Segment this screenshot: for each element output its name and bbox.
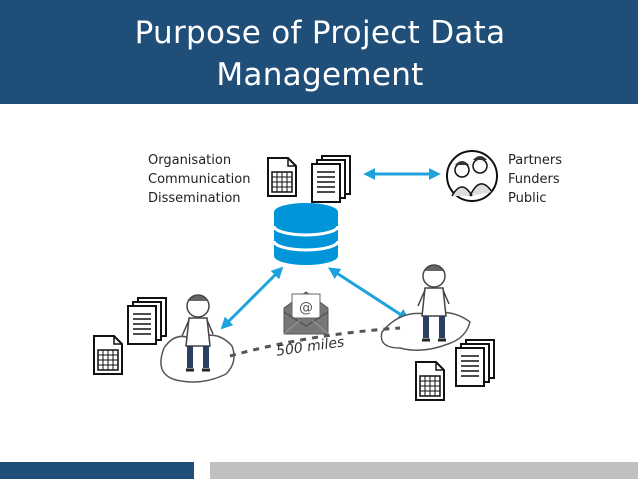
label-communication: Communication — [148, 172, 251, 187]
slide-title-line-1: Purpose of Project Data — [134, 15, 506, 51]
data-flow-diagram: @ — [93, 150, 498, 401]
right-document-stack-icon — [455, 339, 495, 387]
label-public: Public — [508, 191, 547, 206]
label-organisation: Organisation — [148, 153, 232, 168]
distance-path — [229, 326, 401, 358]
right-spreadsheet-icon — [415, 361, 445, 401]
left-document-stack-icon — [127, 297, 167, 345]
slide-title: Purpose of Project Data Management — [100, 12, 540, 96]
database-icon — [272, 203, 340, 265]
label-partners: Partners — [508, 153, 563, 168]
svg-text:@: @ — [299, 300, 313, 316]
label-funders: Funders — [508, 172, 560, 187]
document-stack-icon — [311, 155, 351, 203]
footer-bar-right — [210, 462, 638, 479]
email-icon: @ — [283, 291, 329, 335]
footer-bar-left — [0, 462, 194, 479]
left-spreadsheet-icon — [93, 335, 123, 375]
spreadsheet-icon — [267, 157, 297, 197]
slide-title-line-2: Management — [216, 57, 424, 93]
right-person-arrow — [327, 267, 411, 321]
stakeholders-list: Partners Funders Public — [508, 151, 562, 208]
title-bar: Purpose of Project Data Management — [0, 0, 638, 104]
people-group-icon — [446, 150, 498, 202]
label-dissemination: Dissemination — [148, 191, 241, 206]
left-person-arrow — [220, 266, 284, 330]
internal-purposes-list: Organisation Communication Dissemination — [148, 151, 250, 208]
